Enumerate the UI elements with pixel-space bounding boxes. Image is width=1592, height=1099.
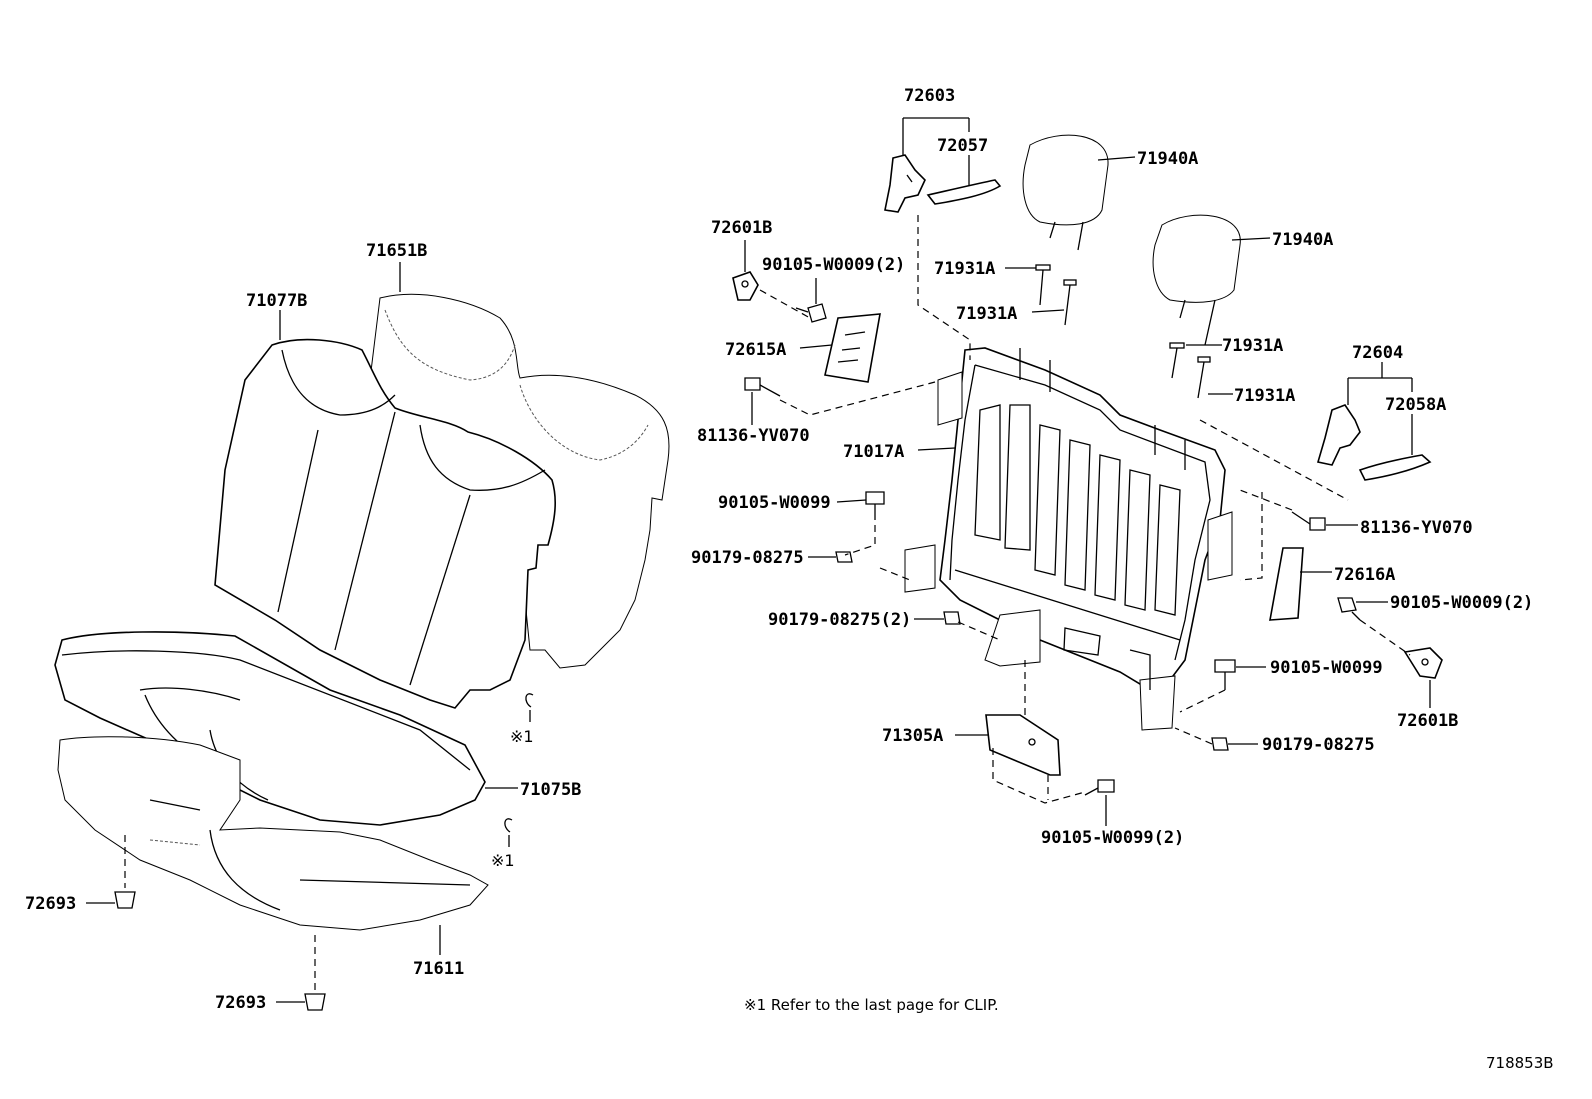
callout-90105-w0009-upper: 90105-W0009(2) <box>762 255 905 275</box>
callout-72601b-left: 72601B <box>711 218 772 238</box>
bolt-90105-w0009-right <box>1337 597 1361 621</box>
leader-lines <box>86 117 1431 1003</box>
callout-71940a-lower: 71940A <box>1272 230 1333 250</box>
clip-ref-upper: ※1 <box>510 727 534 746</box>
clip-72693-upper <box>114 835 136 909</box>
bolt-90105-w0099-lower <box>1084 779 1115 796</box>
hinge-72601b-right <box>1403 647 1443 679</box>
callout-71651b: 71651B <box>366 241 427 261</box>
callout-72604: 72604 <box>1352 343 1403 363</box>
callout-90179-08275-lower: 90179-08275(2) <box>768 610 911 630</box>
callout-72616a: 72616A <box>1334 565 1395 585</box>
footnote: ※1 Refer to the last page for CLIP. <box>744 996 999 1014</box>
nut-90179-08275-upper <box>835 551 853 563</box>
callout-90179-08275-right: 90179-08275 <box>1262 735 1375 755</box>
callout-71077b: 71077B <box>246 291 307 311</box>
headrest-71940a-upper <box>1022 134 1109 251</box>
callout-71017a: 71017A <box>843 442 904 462</box>
callout-72601b-right: 72601B <box>1397 711 1458 731</box>
callout-72057: 72057 <box>937 136 988 156</box>
assembly-dashed-lines <box>759 215 1411 804</box>
bolt-90105-w0009-upper <box>795 303 827 323</box>
cover-72616a <box>1269 547 1304 621</box>
callout-71931a-3: 71931A <box>1222 336 1283 356</box>
nut-90179-08275-lower <box>943 611 961 625</box>
callout-90105-w0099-upper: 90105-W0099 <box>718 493 831 513</box>
callout-72058a: 72058A <box>1385 395 1446 415</box>
clip-72693-lower <box>304 935 326 1011</box>
lock-assy-72604 <box>1316 404 1361 466</box>
bracket-71305a <box>985 714 1061 776</box>
strap-72057 <box>926 179 1002 205</box>
bolt-81136-yv070-left <box>744 377 781 397</box>
bolt-81136-yv070-right <box>1291 511 1326 531</box>
headrest-71940a-lower <box>1152 214 1241 346</box>
lock-assy-72603 <box>884 154 926 213</box>
callout-90105-w0099-right: 90105-W0099 <box>1270 658 1383 678</box>
callout-72693-upper: 72693 <box>25 894 76 914</box>
seat-back-frame-71017a <box>904 347 1233 731</box>
callout-71931a-4: 71931A <box>1234 386 1295 406</box>
callout-72603: 72603 <box>904 86 955 106</box>
callout-71305a: 71305A <box>882 726 943 746</box>
callout-71940a-upper: 71940A <box>1137 149 1198 169</box>
callout-90105-w0009-right: 90105-W0009(2) <box>1390 593 1533 613</box>
callout-81136-yv070-left: 81136-YV070 <box>697 426 810 446</box>
seat-cushion-pad-71611 <box>57 736 489 931</box>
callout-71611: 71611 <box>413 959 464 979</box>
callout-72615a: 72615A <box>725 340 786 360</box>
strap-72058a <box>1358 454 1432 481</box>
clip-symbol-lower <box>504 818 513 847</box>
headrest-support-71931a-4 <box>1197 356 1211 399</box>
callout-81136-yv070-right: 81136-YV070 <box>1360 518 1473 538</box>
seat-back-cover-71077b <box>214 338 556 709</box>
callout-90105-w0099-lower: 90105-W0099(2) <box>1041 828 1184 848</box>
cover-72615a <box>824 313 881 383</box>
callout-71931a-2: 71931A <box>956 304 1017 324</box>
headrest-support-71931a-2 <box>1063 279 1077 326</box>
headrest-support-71931a-3 <box>1169 342 1185 379</box>
hinge-72601b-left <box>732 271 759 301</box>
clip-ref-lower: ※1 <box>491 851 515 870</box>
diagram-id: 718853B <box>1486 1054 1554 1072</box>
callout-72693-lower: 72693 <box>215 993 266 1013</box>
callout-90179-08275-upper: 90179-08275 <box>691 548 804 568</box>
bolt-90105-w0099-right <box>1214 659 1236 690</box>
callout-labels: 72603 72057 71940A 72601B 90105-W0009(2)… <box>25 86 1554 1072</box>
headrest-support-71931a-1 <box>1035 264 1051 306</box>
bolt-90105-w0099-upper <box>865 491 885 520</box>
clip-symbol-upper <box>525 693 534 722</box>
nut-90179-08275-right <box>1211 737 1229 751</box>
callout-71075b: 71075B <box>520 780 581 800</box>
callout-71931a-1: 71931A <box>934 259 995 279</box>
